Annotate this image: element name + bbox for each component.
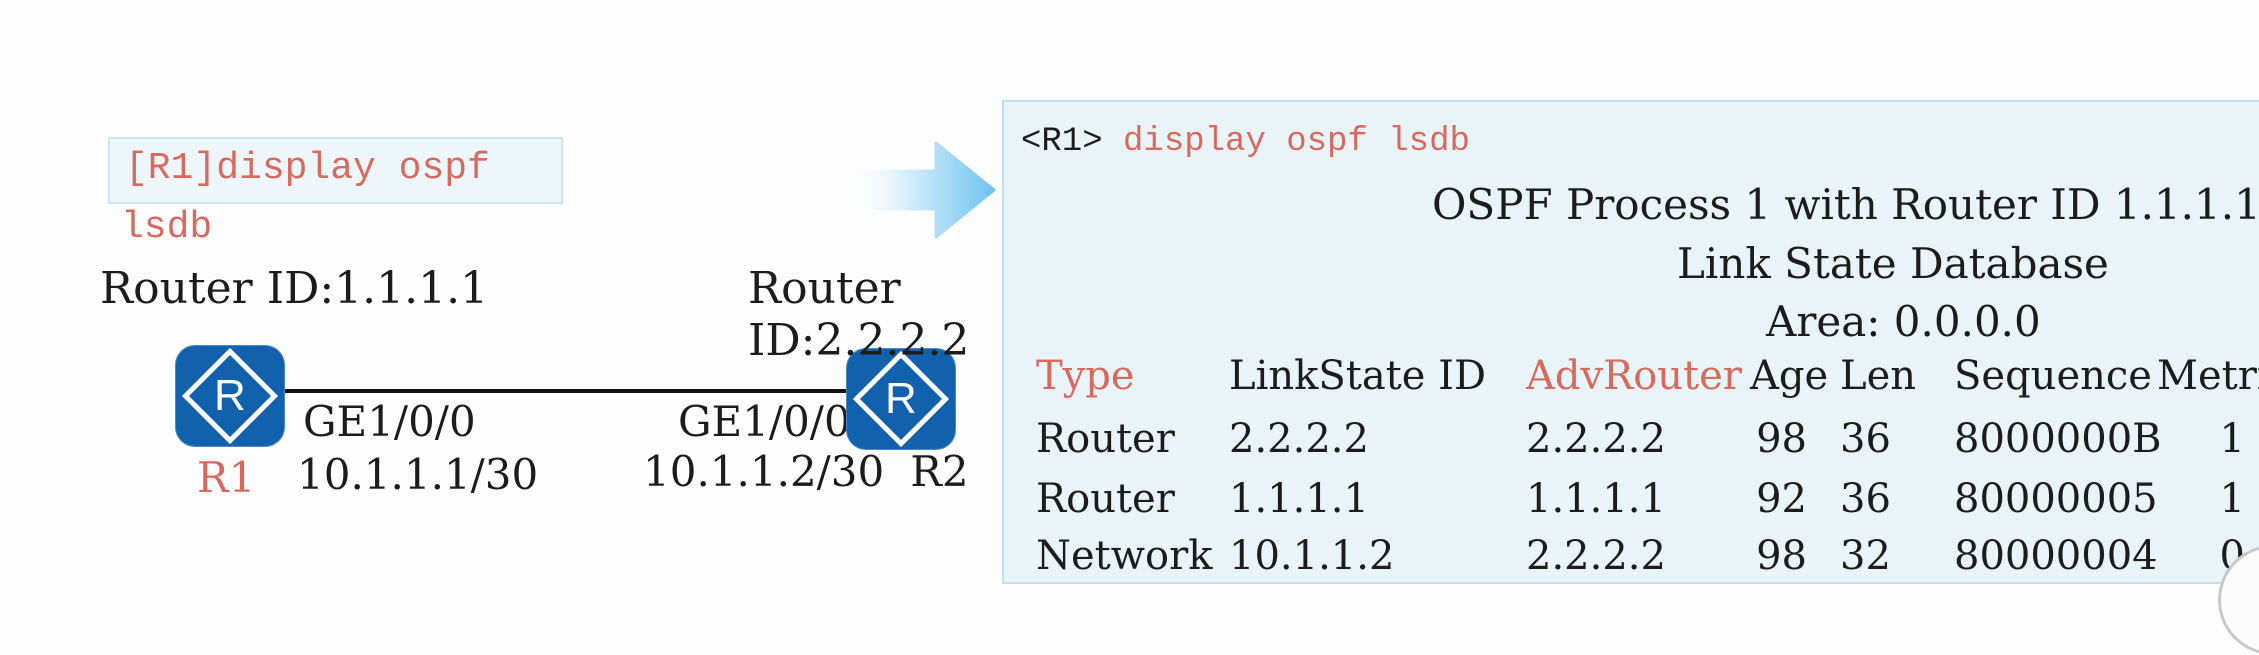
router1-id-label: Router ID:1.1.1.1 xyxy=(100,263,489,314)
col-header-len: Len xyxy=(1840,353,1916,399)
router2-id-label-line2: ID:2.2.2.2 xyxy=(748,315,970,366)
cell-type: Network xyxy=(1036,533,1213,579)
cell-age: 92 xyxy=(1756,476,1807,522)
cell-sequence: 8000000B xyxy=(1954,416,2162,462)
cell-advrouter: 2.2.2.2 xyxy=(1526,416,1666,462)
router2-icon: R xyxy=(846,348,956,450)
ospf-process-line: OSPF Process 1 with Router ID 1.1.1.1 xyxy=(1432,180,2259,229)
router1-icon: R xyxy=(175,345,285,447)
command-text-line1: [R1]display ospf xyxy=(125,147,490,190)
lsdb-table-row: Router 1.1.1.1 1.1.1.1 92 36 80000005 1 xyxy=(1004,477,2259,523)
cell-len: 36 xyxy=(1840,416,1891,462)
cell-len: 36 xyxy=(1840,476,1891,522)
col-header-age: Age xyxy=(1750,353,1829,399)
terminal-command: display ospf lsdb xyxy=(1102,123,1470,161)
area-line: Area: 0.0.0.0 xyxy=(1766,297,2041,346)
cell-metric: 0 xyxy=(2219,533,2245,579)
cell-type: Router xyxy=(1036,416,1175,462)
col-header-advrouter: AdvRouter xyxy=(1526,353,1742,399)
command-text-line2: lsdb xyxy=(121,206,213,249)
command-callout-box: [R1]display ospf xyxy=(108,137,563,204)
lsdb-table-header: Type LinkState ID AdvRouter Age Len Sequ… xyxy=(1004,354,2259,400)
terminal-output-panel: <R1> display ospf lsdb OSPF Process 1 wi… xyxy=(1002,100,2259,584)
cell-linkstate: 2.2.2.2 xyxy=(1229,416,1369,462)
router2-ip-row: 10.1.1.2/30 R2 xyxy=(643,447,969,496)
cell-metric: 1 xyxy=(2219,416,2245,462)
cell-linkstate: 1.1.1.1 xyxy=(1229,476,1369,522)
router1-name-label: R1 xyxy=(197,453,256,502)
cell-linkstate: 10.1.1.2 xyxy=(1229,533,1395,579)
router1-ip-label: 10.1.1.1/30 xyxy=(297,450,539,499)
cell-age: 98 xyxy=(1756,533,1807,579)
link-line xyxy=(280,389,850,393)
lsdb-table-row: Network 10.1.1.2 2.2.2.2 98 32 80000004 … xyxy=(1004,534,2259,580)
router2-id-label-line1: Router xyxy=(748,263,901,314)
cell-len: 32 xyxy=(1840,533,1891,579)
cell-age: 98 xyxy=(1756,416,1807,462)
router-icon-letter: R xyxy=(214,371,246,420)
cell-metric: 1 xyxy=(2219,476,2245,522)
cell-advrouter: 1.1.1.1 xyxy=(1526,476,1666,522)
col-header-type: Type xyxy=(1036,353,1135,399)
cell-advrouter: 2.2.2.2 xyxy=(1526,533,1666,579)
cell-sequence: 80000004 xyxy=(1954,533,2158,579)
router1-interface-label: GE1/0/0 xyxy=(303,397,476,446)
router-icon-letter: R xyxy=(885,374,917,423)
cell-type: Router xyxy=(1036,476,1175,522)
col-header-linkstate: LinkState ID xyxy=(1229,353,1487,399)
router2-ip-label: 10.1.1.2/30 xyxy=(643,447,885,496)
link-state-database-line: Link State Database xyxy=(1677,239,2109,288)
router2-interface-label: GE1/0/0 xyxy=(678,397,851,446)
terminal-command-line: <R1> display ospf lsdb xyxy=(1021,123,1470,161)
router2-name-label: R2 xyxy=(910,447,969,496)
lsdb-table-row: Router 2.2.2.2 2.2.2.2 98 36 8000000B 1 xyxy=(1004,417,2259,463)
terminal-prompt: <R1> xyxy=(1021,123,1103,161)
cell-sequence: 80000005 xyxy=(1954,476,2158,522)
router-diamond-icon: R xyxy=(181,347,279,445)
col-header-metric: Metric xyxy=(2157,353,2259,399)
arrow-right-icon xyxy=(848,141,996,239)
col-header-sequence: Sequence xyxy=(1954,353,2152,399)
